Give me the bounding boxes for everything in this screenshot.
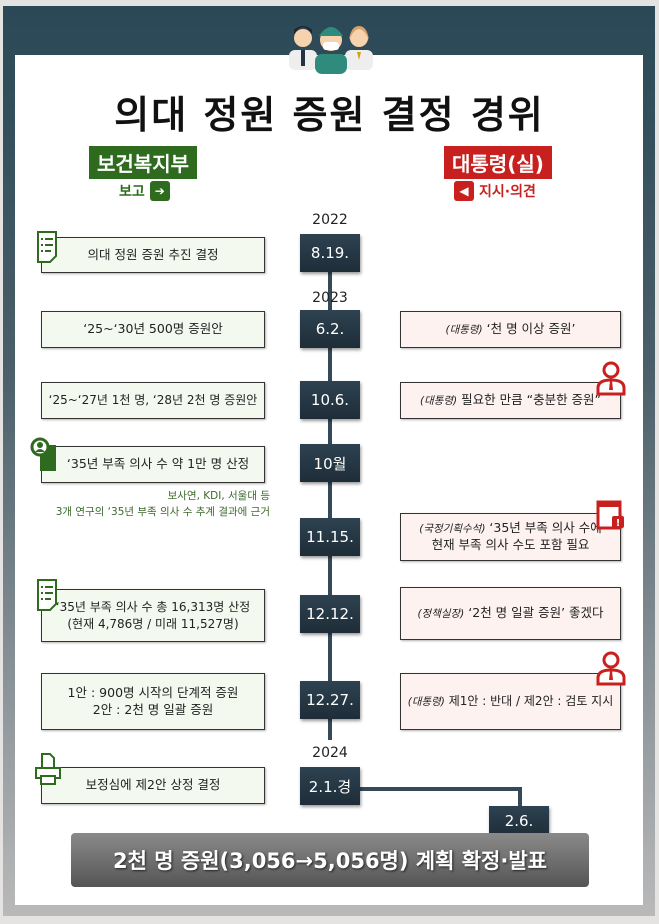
date-marker: 12.27.	[300, 681, 360, 719]
final-announcement: 2천 명 증원(3,056→5,056명) 계획 확정·발표	[71, 833, 589, 887]
ministry-event: 보정심에 제2안 상정 결정	[41, 767, 265, 804]
report-label: 보고	[119, 184, 145, 200]
timeline-line	[328, 260, 332, 740]
document-list-icon	[37, 231, 57, 263]
president-event: (정책실장) ‘2천 명 일괄 증원’ 좋겠다	[400, 587, 621, 640]
speaker-label: (대통령)	[445, 324, 483, 337]
president-event: (대통령) 제1안 : 반대 / 제2안 : 검토 지시	[400, 673, 621, 730]
president-subheader: ◀ 지시·의견	[454, 181, 536, 201]
printer-icon	[35, 753, 61, 785]
source-note: 보사연, KDI, 서울대 등 3개 연구의 ‘35년 부족 의사 수 추계 결과…	[30, 489, 270, 521]
speaker-label: (정책실장)	[417, 608, 465, 621]
event-text: ‘25~‘30년 500명 증원안	[83, 321, 223, 337]
ministry-subheader: 보고 ➔	[119, 181, 170, 201]
date-marker: 11.15.	[300, 518, 360, 556]
timeline-connector	[518, 787, 522, 809]
note-line: 3개 연구의 ‘35년 부족 의사 수 추계 결과에 근거	[55, 505, 270, 518]
president-event: (대통령) 필요한 만큼 “충분한 증원”	[400, 382, 621, 419]
arrow-right-icon: ➔	[149, 181, 170, 201]
event-text: 현재 부족 의사 수도 포함 필요	[431, 537, 590, 552]
date-marker: 10.6.	[300, 381, 360, 419]
date-marker: 12.12.	[300, 595, 360, 633]
date-marker: 6.2.	[300, 310, 360, 348]
event-text: 2안 : 2천 명 일괄 증원	[92, 701, 214, 717]
ministry-event: ‘25~‘30년 500명 증원안	[41, 311, 265, 348]
ministry-header: 보건복지부	[89, 146, 197, 179]
year-label: 2023	[312, 290, 348, 306]
event-text: 의대 정원 증원 추진 결정	[87, 246, 219, 262]
speaker-label: (국정기획수석)	[419, 523, 486, 536]
year-label: 2024	[312, 745, 348, 761]
doctors-icon	[289, 26, 373, 74]
year-label: 2022	[312, 212, 348, 228]
ministry-event: ‘25~‘27년 1천 명, ‘28년 2천 명 증원안	[41, 382, 265, 419]
event-text: ‘천 명 이상 증원’	[486, 321, 576, 337]
timeline-connector	[360, 787, 522, 791]
event-text: 보정심에 제2안 상정 결정	[85, 777, 221, 793]
person-icon	[596, 651, 626, 686]
page-title: 의대 정원 증원 결정 경위	[114, 93, 545, 137]
instruction-label: 지시·의견	[479, 184, 536, 200]
speaker-label: (대통령)	[407, 696, 445, 709]
note-line: 보사연, KDI, 서울대 등	[167, 490, 270, 502]
date-marker: 2.1.경	[300, 767, 360, 805]
event-text: ‘35년 부족 의사 수 총 16,313명 산정	[55, 600, 251, 615]
event-text: ‘35년 부족 의사 수에	[489, 520, 602, 536]
ministry-event: ‘35년 부족 의사 수 약 1만 명 산정	[41, 446, 265, 483]
person-search-icon	[30, 437, 56, 471]
president-header: 대통령(실)	[444, 146, 552, 179]
date-marker: 10월	[300, 444, 360, 482]
event-text: 제1안 : 반대 / 제2안 : 검토 지시	[448, 694, 614, 709]
event-text: ‘35년 부족 의사 수 약 1만 명 산정	[66, 456, 250, 472]
speaker-label: (대통령)	[419, 395, 458, 408]
calendar-alert-icon: !	[596, 500, 624, 530]
date-marker: 2.6.	[489, 806, 549, 836]
event-text: ‘25~‘27년 1천 명, ‘28년 2천 명 증원안	[48, 393, 258, 408]
document-list-icon	[37, 579, 57, 611]
ministry-event: ‘35년 부족 의사 수 총 16,313명 산정(현재 4,786명 / 미래…	[41, 589, 265, 642]
event-text: 1안 : 900명 시작의 단계적 증원	[67, 684, 239, 700]
person-icon	[596, 361, 626, 396]
arrow-left-icon: ◀	[454, 181, 474, 201]
president-event: (대통령) ‘천 명 이상 증원’	[400, 311, 621, 348]
event-text: 필요한 만큼 “충분한 증원”	[461, 392, 602, 408]
svg-text:!: !	[616, 518, 621, 529]
event-text: (현재 4,786명 / 미래 11,527명)	[67, 616, 239, 631]
date-marker: 8.19.	[300, 234, 360, 272]
ministry-event: 의대 정원 증원 추진 결정	[41, 237, 265, 273]
event-text: ‘2천 명 일괄 증원’ 좋겠다	[468, 605, 604, 621]
